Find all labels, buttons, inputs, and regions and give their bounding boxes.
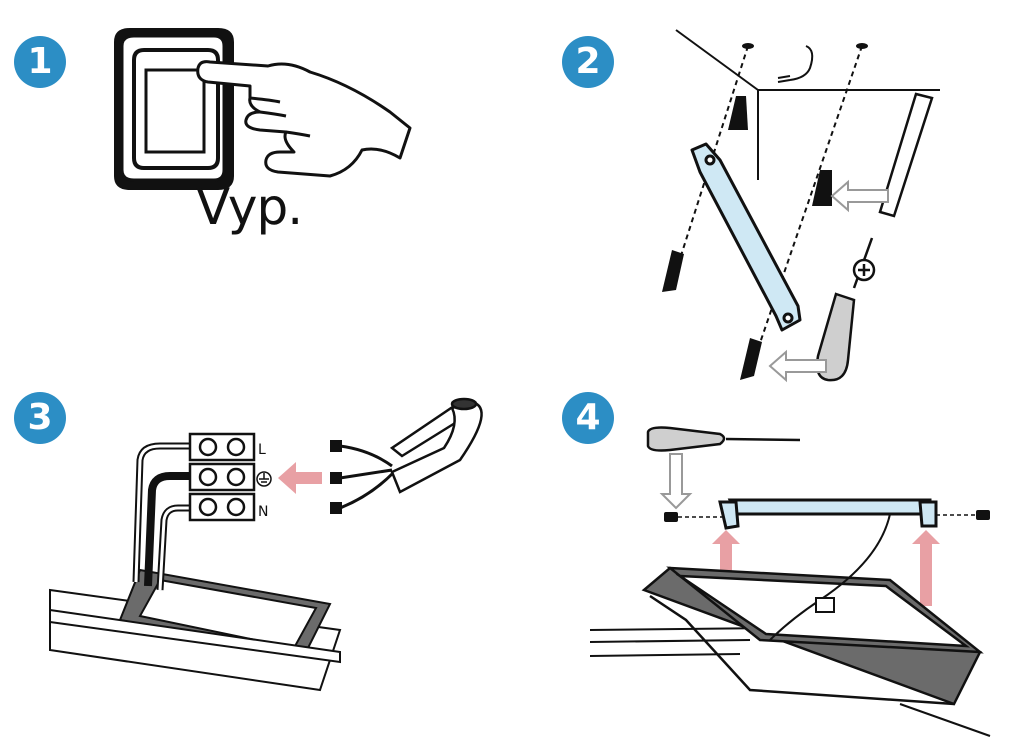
screw-icon — [662, 250, 762, 380]
down-arrow — [659, 453, 693, 510]
direction-arrow — [768, 179, 889, 383]
step-1-illustration — [114, 28, 412, 190]
screwdriver-icon — [815, 237, 876, 382]
step-2-badge: 2 — [562, 36, 614, 88]
step-1-badge: 1 — [14, 36, 66, 88]
step-4-illustration — [590, 426, 991, 737]
terminal-label-neutral: N — [258, 504, 268, 520]
wall-plug-icon — [728, 96, 832, 206]
terminal-label-live: L — [258, 442, 266, 458]
wall-corner — [675, 29, 940, 180]
fixture-wires — [339, 444, 394, 510]
screw-icon — [664, 510, 990, 522]
step-1-caption: Vyp. — [196, 178, 303, 236]
bracket-guide-lines — [678, 514, 976, 518]
panel-wire — [769, 513, 891, 641]
switch-icon — [114, 28, 234, 190]
ceiling-panel — [49, 568, 342, 692]
ground-symbol-icon — [256, 471, 272, 487]
mounting-bracket — [718, 498, 938, 530]
insert-arrow — [278, 462, 322, 494]
drill-bit-icon — [878, 92, 934, 218]
ceiling-wire — [777, 45, 814, 83]
hand-icon — [196, 60, 412, 178]
fixture-cable — [389, 397, 483, 494]
terminal-block — [188, 432, 256, 522]
step-3-illustration: L N — [49, 397, 483, 692]
screwdriver-icon — [646, 426, 801, 452]
step-3-badge: 3 — [14, 392, 66, 444]
step-4-badge: 4 — [562, 392, 614, 444]
ceiling-surface — [590, 627, 991, 737]
step-2-illustration — [662, 29, 940, 383]
mounting-bracket — [690, 142, 802, 332]
supply-wires — [132, 442, 190, 591]
